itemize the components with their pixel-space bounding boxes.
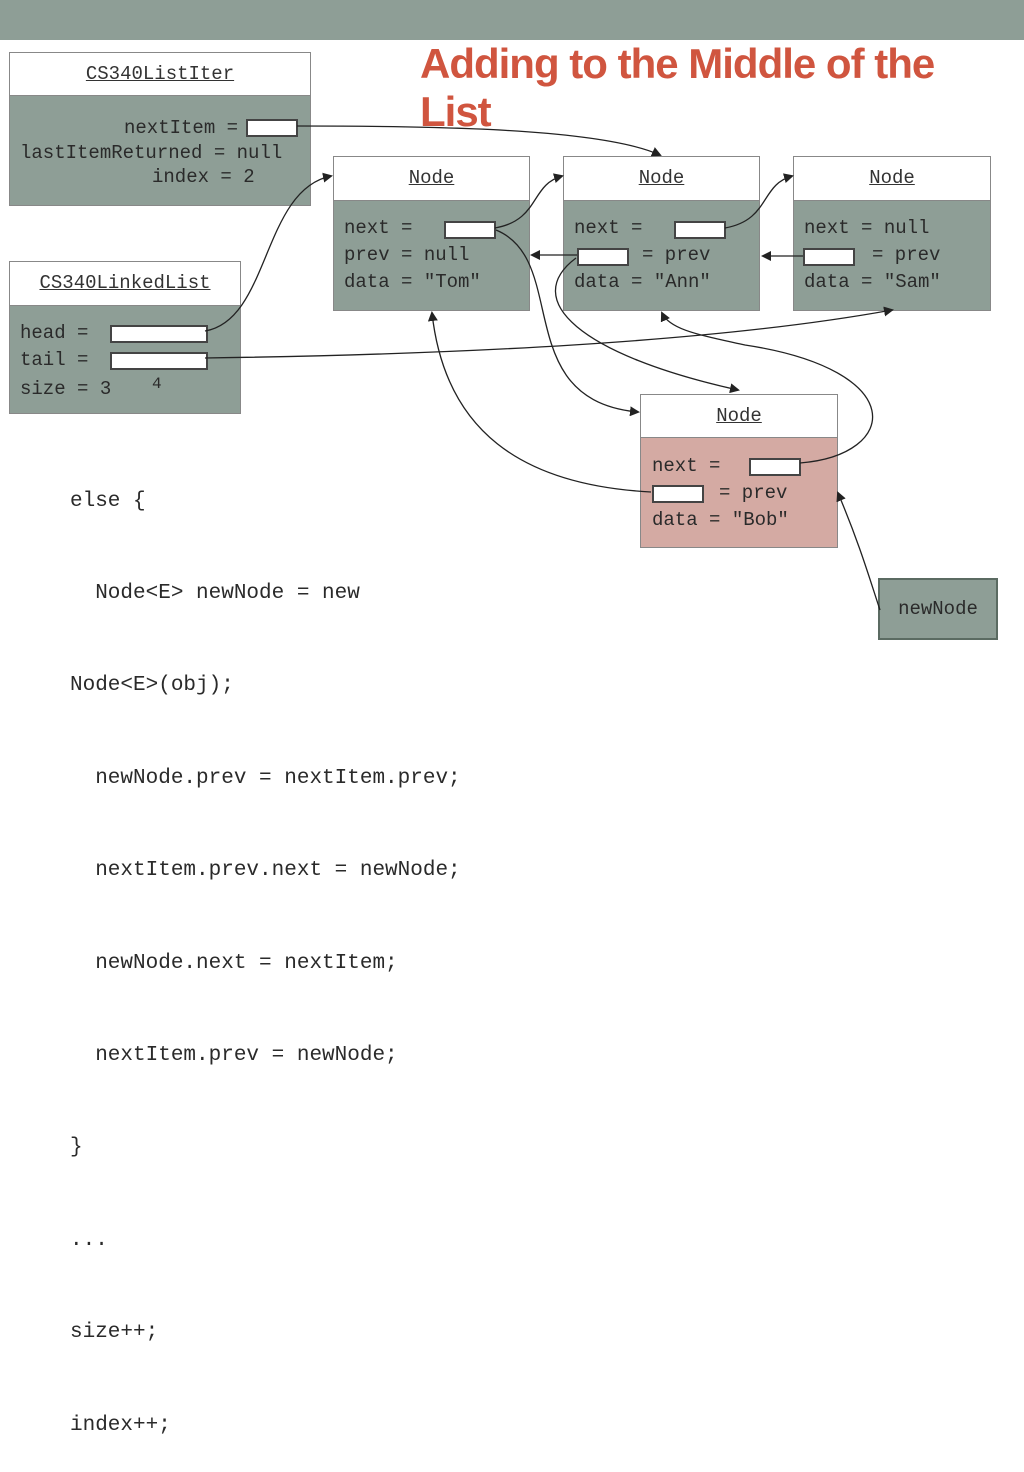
linked-list-header: CS340LinkedList (10, 262, 240, 305)
list-size: size = 3 (20, 378, 112, 400)
node-bob-prev-pointer (652, 485, 704, 503)
node-ann-next-label: next = (574, 217, 643, 239)
code-line: newNode.prev = nextItem.prev; (70, 766, 461, 790)
list-head-pointer (110, 325, 208, 343)
node-bob-next-pointer (749, 458, 801, 476)
code-listing: else { Node<E> newNode = new Node<E>(obj… (70, 425, 461, 1472)
code-line: newNode.next = nextItem; (70, 951, 398, 975)
arrow-newnode-to-bob (836, 491, 881, 611)
list-iter-header: CS340ListIter (10, 53, 310, 95)
node-tom-header: Node (334, 157, 529, 200)
node-bob: Node next = = prev data = "Bob" (640, 394, 838, 548)
code-line: } (70, 1136, 83, 1160)
linked-list-box: CS340LinkedList head = tail = size = 3 4 (9, 261, 241, 414)
node-tom-data: data = "Tom" (344, 271, 481, 293)
node-sam-prev-pointer (803, 248, 855, 266)
node-ann: Node next = = prev data = "Ann" (563, 156, 760, 311)
code-line: nextItem.prev.next = newNode; (70, 859, 461, 883)
arrow-bob-prev-to-tom (427, 311, 652, 493)
new-node-reference: newNode (878, 578, 998, 640)
list-tail-pointer (110, 352, 208, 370)
node-bob-header: Node (641, 395, 837, 437)
top-banner (0, 0, 1024, 40)
node-bob-data: data = "Bob" (652, 509, 789, 531)
slide-title: Adding to the Middle of the List (420, 40, 935, 135)
node-tom-next-pointer (444, 221, 496, 239)
iter-last-item-returned: lastItemReturned = null (20, 142, 283, 164)
node-bob-prev-label: = prev (719, 482, 788, 504)
node-tom: Node next = prev = null data = "Tom" (333, 156, 530, 311)
node-ann-prev-pointer (577, 248, 629, 266)
iter-next-item-pointer (246, 119, 298, 137)
arrow-tail-to-sam (204, 306, 894, 359)
list-size-updated: 4 (152, 375, 162, 393)
code-line: ... (70, 1228, 108, 1252)
iter-next-item-label: nextItem = (124, 117, 239, 139)
iter-index: index = 2 (152, 166, 255, 188)
list-head-label: head = (20, 322, 89, 344)
node-ann-next-pointer (674, 221, 726, 239)
node-sam-data: data = "Sam" (804, 271, 941, 293)
code-line: size++; (70, 1321, 159, 1345)
list-iter-box: CS340ListIter nextItem = lastItemReturne… (9, 52, 311, 206)
node-sam-prev-label: = prev (872, 244, 941, 266)
code-line: nextItem.prev = newNode; (70, 1043, 398, 1067)
list-tail-label: tail = (20, 349, 89, 371)
node-ann-header: Node (564, 157, 759, 200)
node-ann-prev-label: = prev (642, 244, 711, 266)
code-line: else { (70, 489, 146, 513)
node-tom-prev: prev = null (344, 244, 470, 266)
node-tom-next-label: next = (344, 217, 413, 239)
node-ann-data: data = "Ann" (574, 271, 711, 293)
code-line: Node<E> newNode = new (70, 581, 360, 605)
code-line: index++; (70, 1413, 171, 1437)
node-bob-next-label: next = (652, 455, 721, 477)
node-sam-next: next = null (804, 217, 930, 239)
node-sam-header: Node (794, 157, 990, 200)
node-sam: Node next = null = prev data = "Sam" (793, 156, 991, 311)
code-line: Node<E>(obj); (70, 674, 234, 698)
